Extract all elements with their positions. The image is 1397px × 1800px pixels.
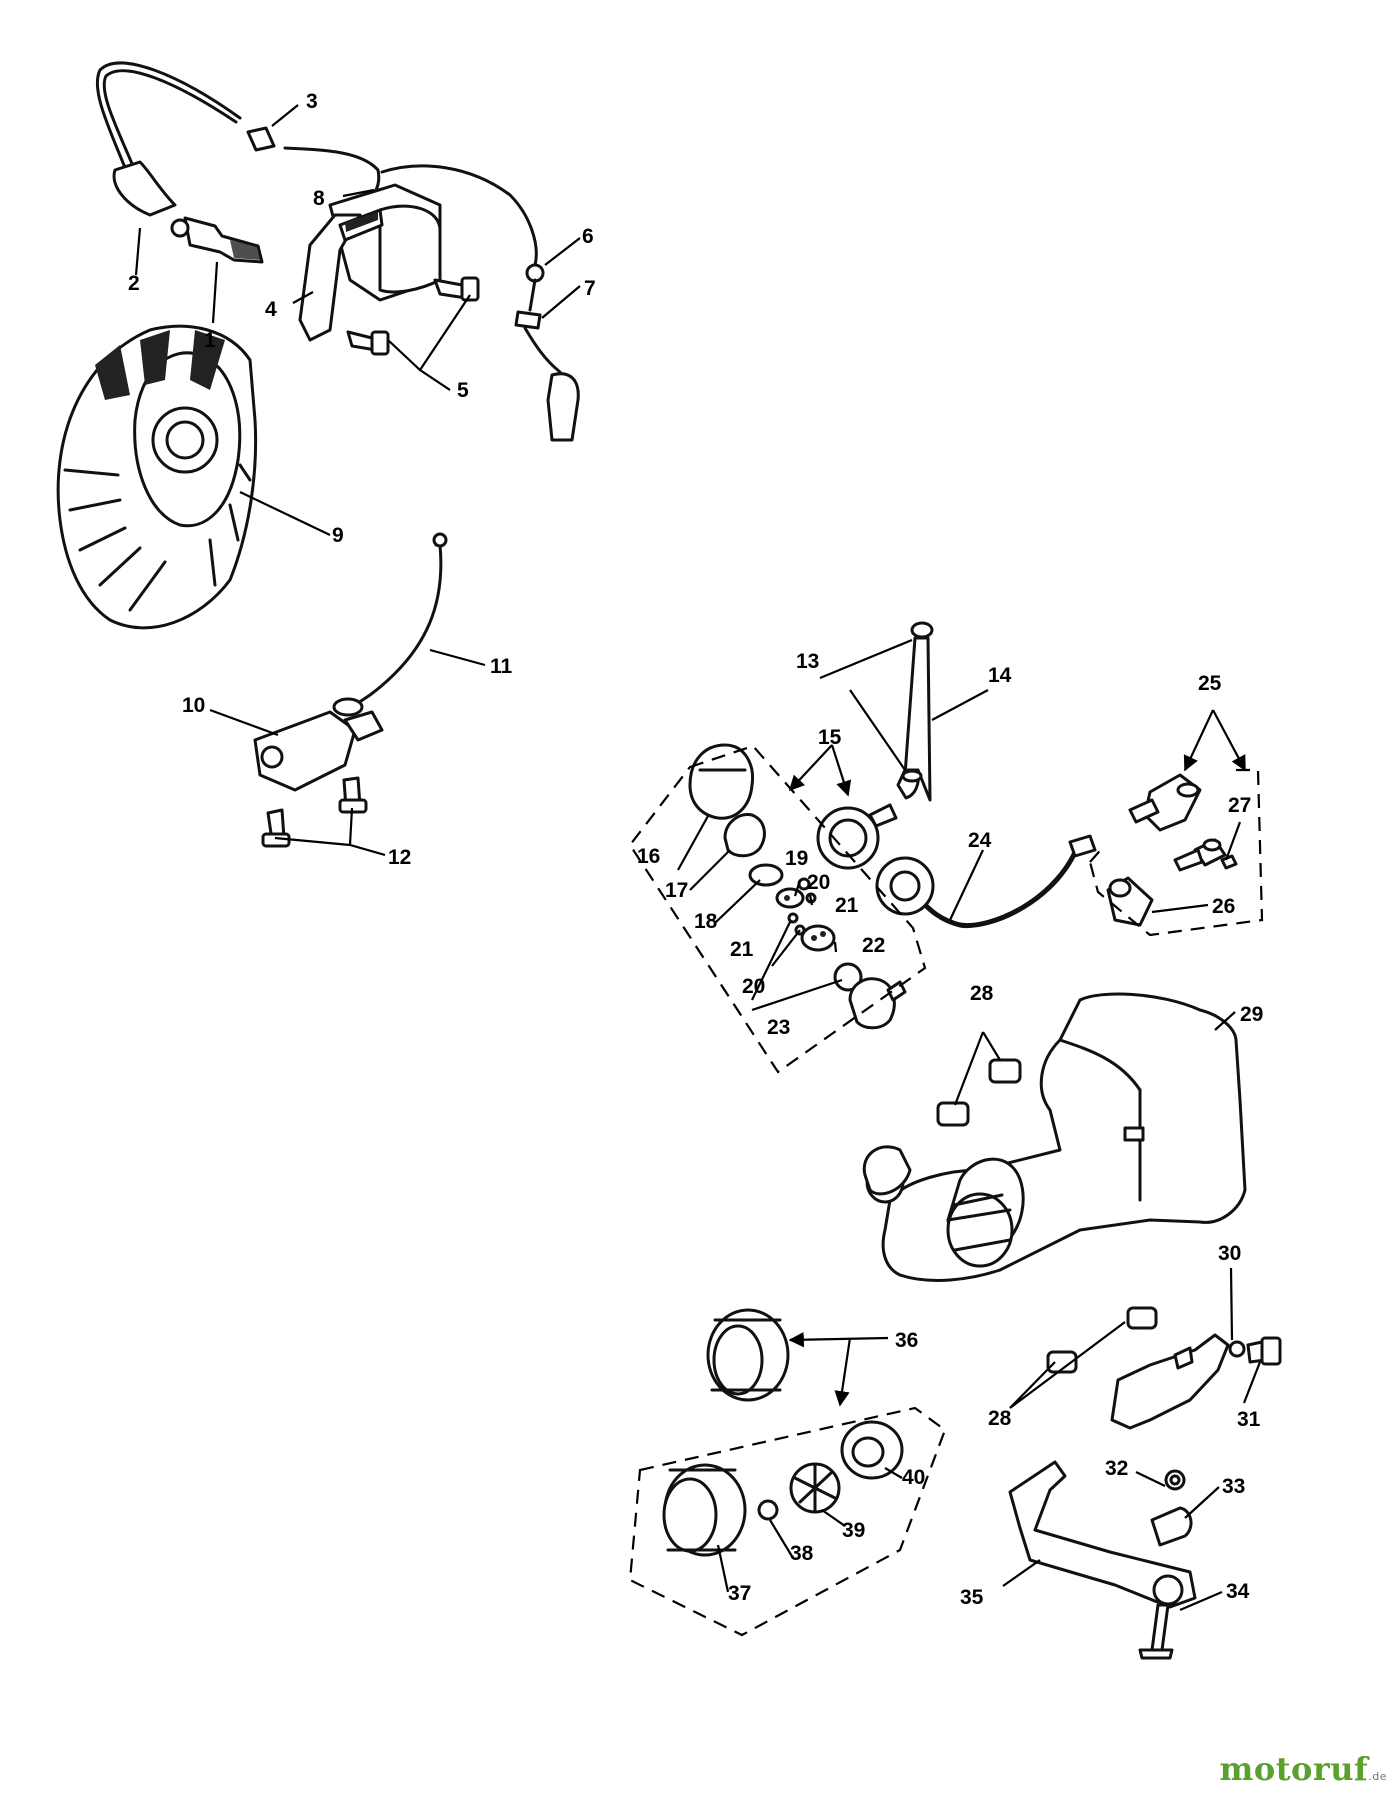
tank-bracket bbox=[1110, 1333, 1282, 1430]
primer-group-outline bbox=[628, 744, 927, 1074]
label-part-8: 8 bbox=[313, 187, 325, 210]
label-part-26: 26 bbox=[1212, 895, 1235, 918]
label-part-21b: 21 bbox=[835, 894, 859, 917]
label-part-38: 38 bbox=[790, 1542, 814, 1565]
stop-switch bbox=[253, 697, 384, 792]
label-part-4: 4 bbox=[265, 298, 277, 321]
label-part-12: 12 bbox=[388, 846, 411, 869]
label-part-14: 14 bbox=[988, 664, 1012, 687]
ignition-coil-wire bbox=[283, 146, 538, 267]
watermark-name: motoruf bbox=[1219, 1750, 1369, 1788]
watermark-logo: motoruf.de bbox=[1220, 1750, 1387, 1788]
label-part-23: 23 bbox=[767, 1016, 790, 1039]
label-part-10: 10 bbox=[182, 694, 205, 717]
label-part-24: 24 bbox=[968, 829, 992, 852]
label-part-17: 17 bbox=[665, 879, 688, 902]
label-part-2: 2 bbox=[128, 272, 140, 295]
label-part-28b: 28 bbox=[988, 1407, 1012, 1430]
label-part-9: 9 bbox=[332, 524, 344, 547]
label-part-27: 27 bbox=[1228, 794, 1251, 817]
fuel-cap bbox=[706, 1308, 790, 1402]
flywheel bbox=[56, 324, 258, 630]
handle-hardware bbox=[1138, 1469, 1193, 1660]
label-part-15: 15 bbox=[818, 726, 842, 749]
label-part-28a: 28 bbox=[970, 982, 994, 1005]
label-part-19: 19 bbox=[785, 847, 808, 870]
label-part-32: 32 bbox=[1105, 1457, 1128, 1480]
switch-screws bbox=[261, 776, 368, 848]
label-part-16: 16 bbox=[637, 845, 660, 868]
label-part-21a: 21 bbox=[730, 938, 754, 961]
label-part-5: 5 bbox=[457, 379, 469, 402]
label-part-20a: 20 bbox=[807, 871, 830, 894]
tank-grommets bbox=[936, 1058, 1158, 1374]
ignition-coil bbox=[298, 183, 442, 342]
label-part-20b: 20 bbox=[742, 975, 765, 998]
leader-lines bbox=[134, 104, 1262, 1612]
label-part-39: 39 bbox=[842, 1519, 865, 1542]
fuel-cap-assembly bbox=[662, 1420, 904, 1557]
spark-plug bbox=[170, 216, 264, 264]
filter-group-outline bbox=[1088, 768, 1264, 937]
label-part-30: 30 bbox=[1218, 1242, 1241, 1265]
screws bbox=[346, 276, 480, 356]
fuel-line bbox=[896, 621, 934, 802]
label-part-6: 6 bbox=[582, 225, 594, 248]
cap-group-outline bbox=[628, 1406, 947, 1637]
label-part-1: 1 bbox=[204, 329, 216, 352]
label-part-40: 40 bbox=[902, 1466, 925, 1489]
label-part-29: 29 bbox=[1240, 1003, 1263, 1026]
fuel-filter bbox=[1106, 773, 1238, 927]
label-part-35: 35 bbox=[960, 1586, 984, 1609]
carburetor-housing bbox=[816, 803, 935, 916]
clip bbox=[246, 126, 276, 152]
label-part-11: 11 bbox=[490, 655, 513, 678]
primer-bulb-parts bbox=[688, 743, 907, 1030]
label-part-7: 7 bbox=[584, 277, 596, 300]
label-part-3: 3 bbox=[306, 90, 318, 113]
label-part-34: 34 bbox=[1226, 1580, 1250, 1603]
label-part-13: 13 bbox=[796, 650, 819, 673]
part-labels: 3 8 6 7 2 4 1 5 9 11 10 12 13 14 25 15 2… bbox=[128, 90, 1263, 1609]
ground-wire bbox=[514, 263, 580, 442]
fuel-tank bbox=[862, 992, 1247, 1282]
label-part-18: 18 bbox=[694, 910, 718, 933]
label-part-31: 31 bbox=[1237, 1408, 1261, 1431]
spark-plug-lead bbox=[95, 61, 242, 177]
label-part-36: 36 bbox=[895, 1329, 918, 1352]
pickup-hose bbox=[917, 834, 1097, 929]
label-part-33: 33 bbox=[1222, 1475, 1245, 1498]
label-part-22: 22 bbox=[862, 934, 885, 957]
spark-plug-boot bbox=[112, 160, 177, 217]
watermark-suffix: .de bbox=[1368, 1770, 1387, 1783]
label-part-37: 37 bbox=[728, 1582, 751, 1605]
stop-switch-wire bbox=[353, 532, 448, 707]
label-part-25: 25 bbox=[1198, 672, 1222, 695]
